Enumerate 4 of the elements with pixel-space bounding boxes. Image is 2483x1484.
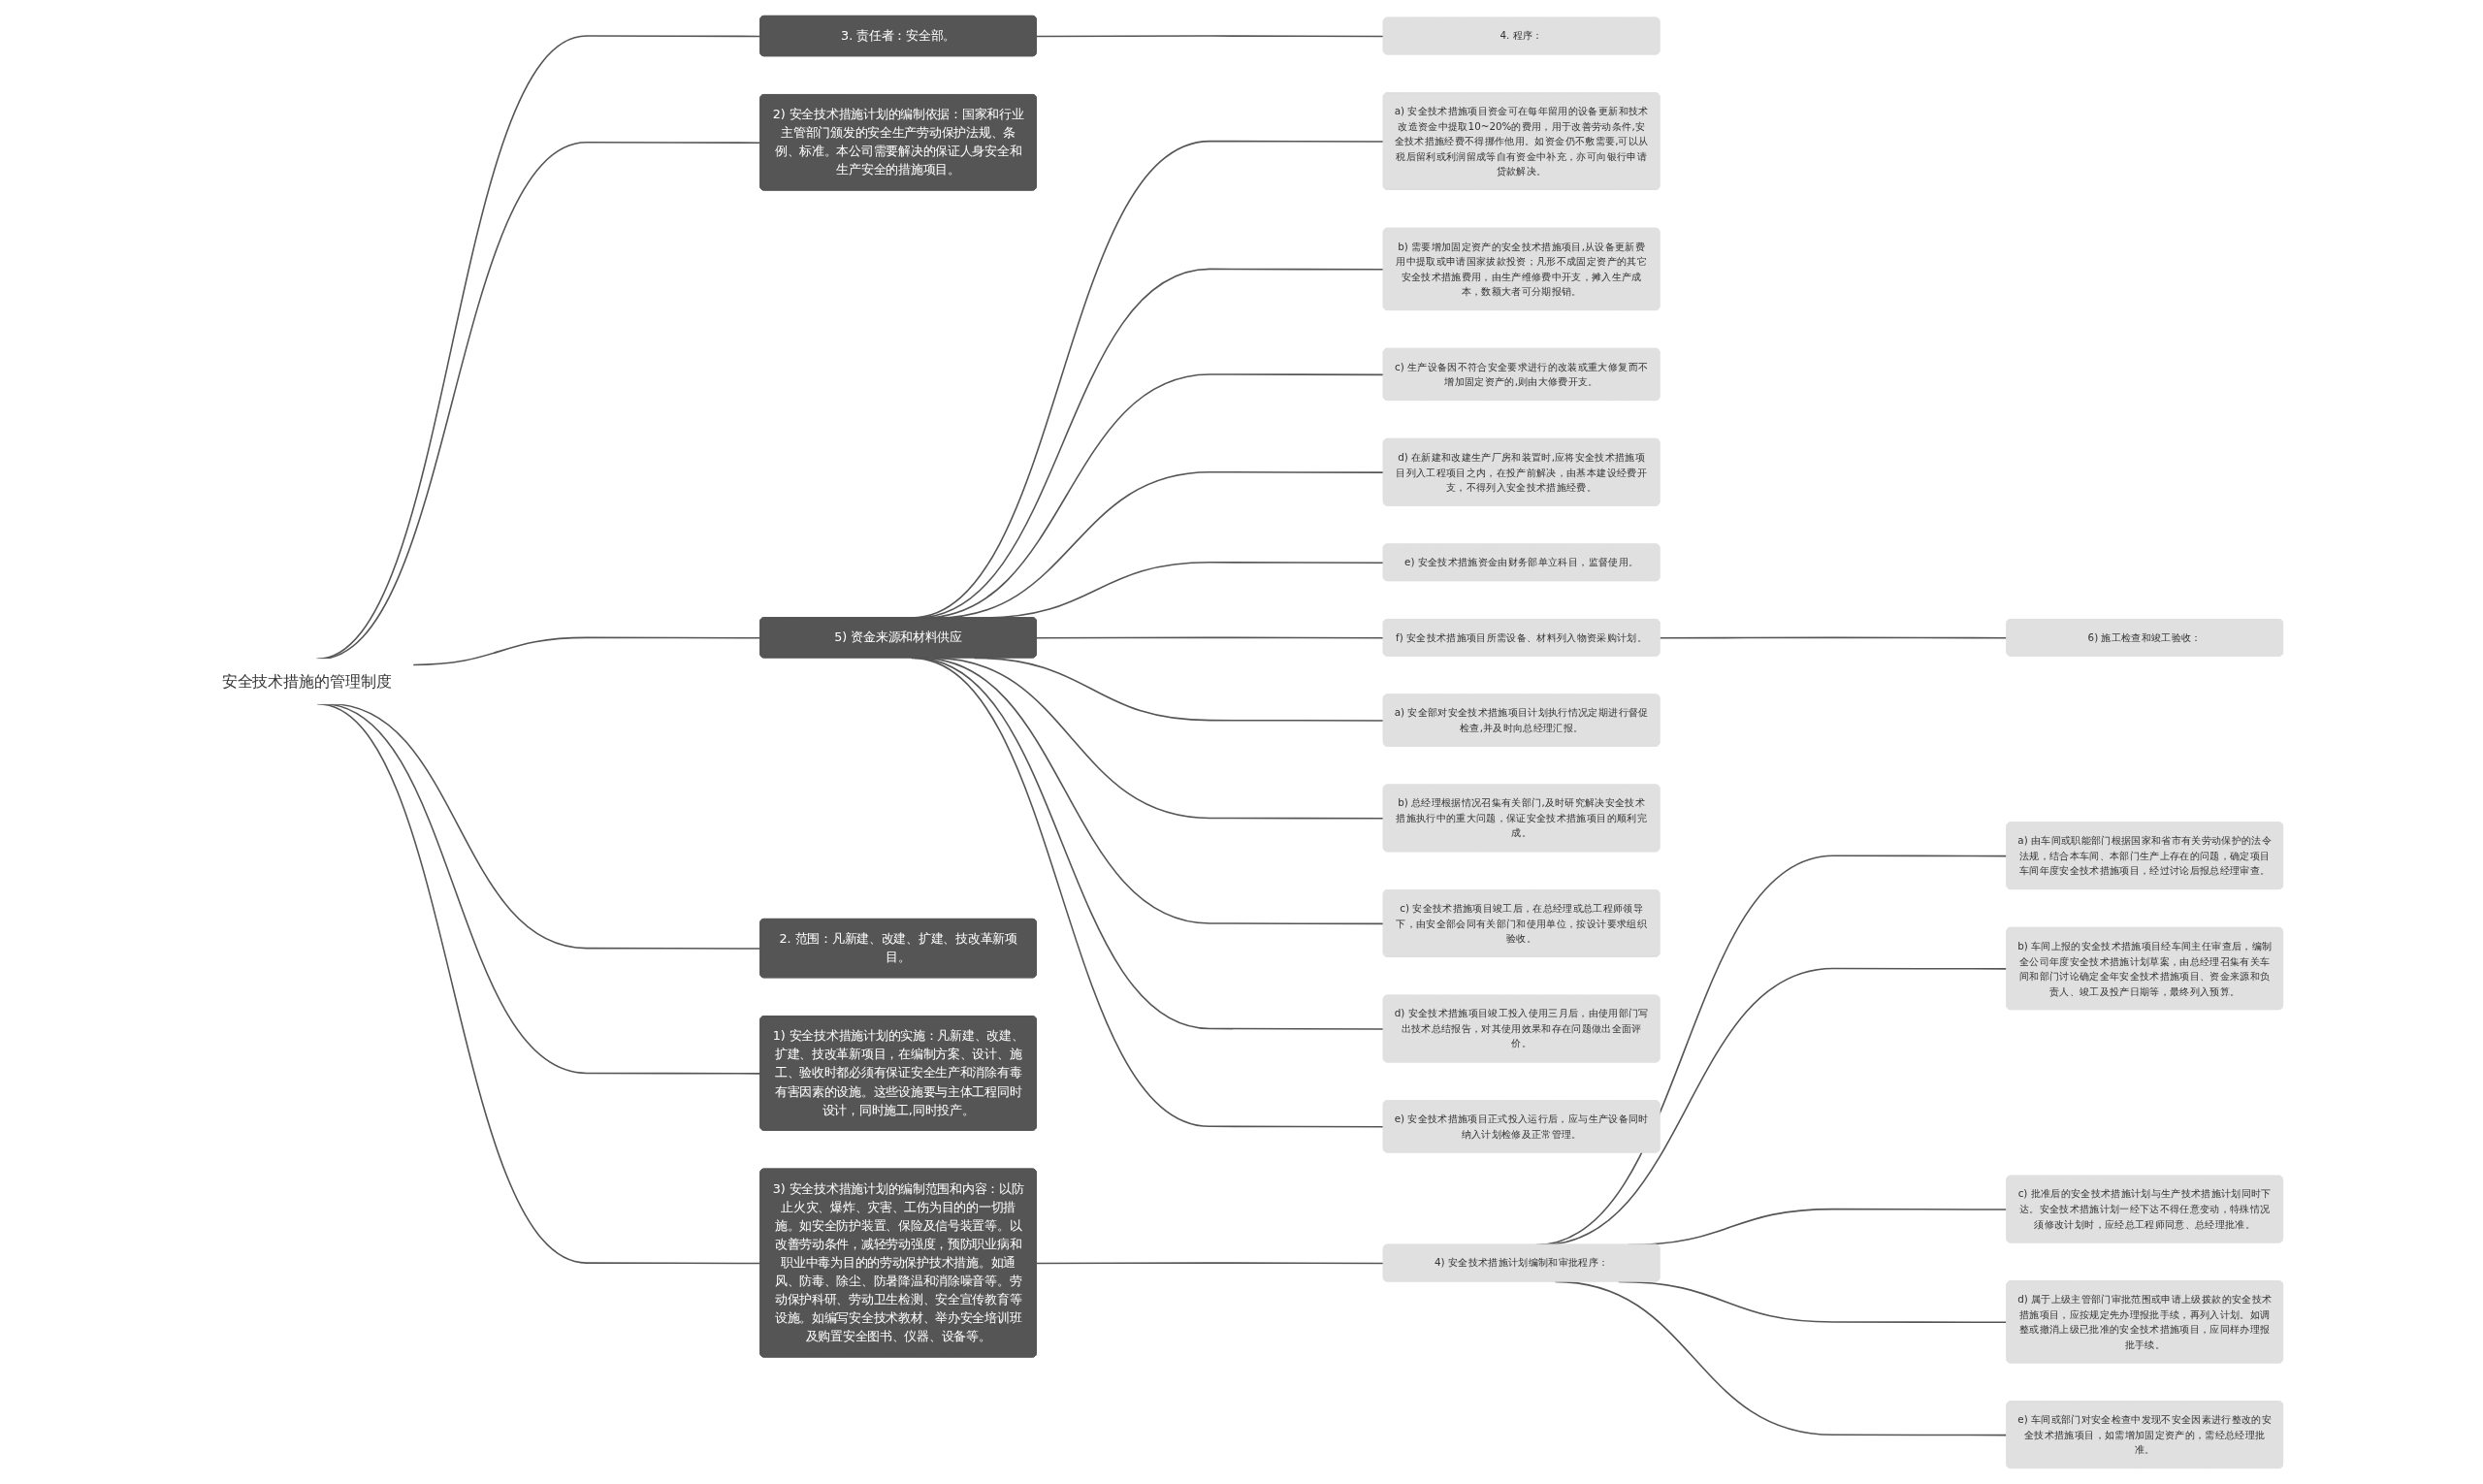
connector bbox=[1036, 35, 1385, 38]
connector bbox=[412, 636, 761, 666]
connector bbox=[1036, 636, 1385, 639]
connector bbox=[1036, 1262, 1385, 1265]
